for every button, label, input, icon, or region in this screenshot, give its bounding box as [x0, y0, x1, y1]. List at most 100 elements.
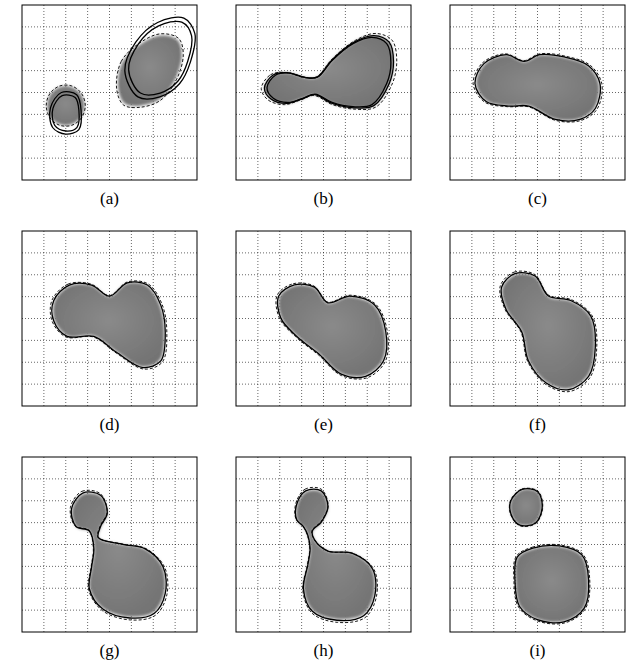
- dashed-contour: [70, 490, 168, 620]
- panel: [22, 231, 197, 406]
- grid-line: [236, 522, 411, 523]
- panel-frame: [236, 231, 411, 406]
- panel: [236, 231, 411, 406]
- solid-contour: [510, 489, 542, 526]
- grid-line: [236, 136, 411, 137]
- panel: [236, 5, 411, 180]
- grid-line: [450, 136, 625, 137]
- grid-line: [236, 26, 411, 27]
- dashed-contour: [509, 488, 542, 526]
- gray-region: [53, 283, 164, 367]
- panel-frame: [236, 457, 411, 632]
- panel-label: (f): [529, 415, 546, 435]
- grid-line: [236, 114, 411, 115]
- dashed-contour: [514, 544, 590, 624]
- solid-contour: [515, 545, 589, 622]
- grid-line: [236, 274, 411, 275]
- gray-region: [510, 489, 542, 525]
- grid-line: [87, 457, 88, 632]
- grid-line: [450, 114, 625, 115]
- panel-frame: [450, 457, 625, 632]
- panel-label: (i): [529, 641, 545, 661]
- panel-frame: [22, 457, 197, 632]
- grid-line: [236, 544, 411, 545]
- grid-line: [450, 158, 625, 159]
- gray-region: [279, 285, 386, 377]
- grid-line: [279, 457, 280, 632]
- grid-line: [450, 252, 625, 253]
- dashed-contour: [116, 34, 183, 108]
- grid-line: [22, 136, 197, 137]
- grid-line: [22, 158, 197, 159]
- grid-line: [22, 26, 197, 27]
- grid-line: [236, 252, 411, 253]
- grid-line: [450, 26, 625, 27]
- grid-line: [22, 252, 197, 253]
- grid-line: [236, 158, 411, 159]
- panel-label: (b): [314, 189, 334, 209]
- solid-contour: [71, 492, 166, 618]
- panel: [450, 5, 625, 180]
- grid-line: [65, 457, 66, 632]
- grid-line: [450, 274, 625, 275]
- dashed-contour: [276, 283, 388, 379]
- panel-frame: [450, 231, 625, 406]
- solid-contour: [52, 282, 165, 368]
- panel: [236, 457, 411, 632]
- dashed-contour: [295, 487, 378, 622]
- grid-line: [22, 478, 197, 479]
- grid-line: [515, 457, 516, 632]
- solid-contour: [52, 95, 79, 131]
- grid-line: [493, 457, 494, 632]
- grid-line: [22, 384, 197, 385]
- panel-frame: [450, 5, 625, 180]
- panel: [22, 5, 197, 180]
- panel: [22, 457, 197, 632]
- gray-region: [502, 274, 595, 389]
- grid-line: [236, 296, 411, 297]
- grid-line: [450, 478, 625, 479]
- panel-frame: [236, 5, 411, 180]
- grid-line: [87, 5, 88, 180]
- solid-contour: [475, 54, 600, 121]
- gray-region: [72, 493, 165, 617]
- dashed-contour: [50, 281, 167, 369]
- grid-line: [236, 478, 411, 479]
- grid-line: [450, 384, 625, 385]
- grid-line: [493, 231, 494, 406]
- solid-contour: [278, 284, 387, 377]
- grid-line: [22, 522, 197, 523]
- grid-line: [450, 544, 625, 545]
- grid-line: [450, 48, 625, 49]
- grid-line: [450, 522, 625, 523]
- solid-contour: [267, 37, 391, 107]
- grid-line: [301, 457, 302, 632]
- gray-region: [264, 36, 393, 109]
- solid-contour: [501, 273, 595, 390]
- panel: [450, 231, 625, 406]
- solid-contour: [296, 489, 376, 620]
- grid-line: [22, 274, 197, 275]
- dashed-contour: [473, 53, 602, 122]
- panel-label: (g): [100, 641, 120, 661]
- solid-contour: [129, 21, 192, 95]
- panel-label: (a): [100, 189, 119, 209]
- solid-contour: [264, 36, 393, 109]
- gray-region: [515, 546, 588, 622]
- panel-label: (e): [314, 415, 333, 435]
- panel: [450, 457, 625, 632]
- grid-line: [22, 362, 197, 363]
- grid-line: [22, 500, 197, 501]
- solid-contour: [50, 92, 82, 134]
- panel-label: (d): [100, 415, 120, 435]
- dashed-contour: [261, 33, 397, 109]
- panel-frame: [22, 231, 197, 406]
- grid-line: [236, 384, 411, 385]
- panel-label: (h): [314, 641, 334, 661]
- panel-frame: [22, 5, 197, 180]
- dashed-contour: [500, 271, 597, 392]
- panel-label: (c): [528, 189, 547, 209]
- solid-contour: [125, 17, 196, 99]
